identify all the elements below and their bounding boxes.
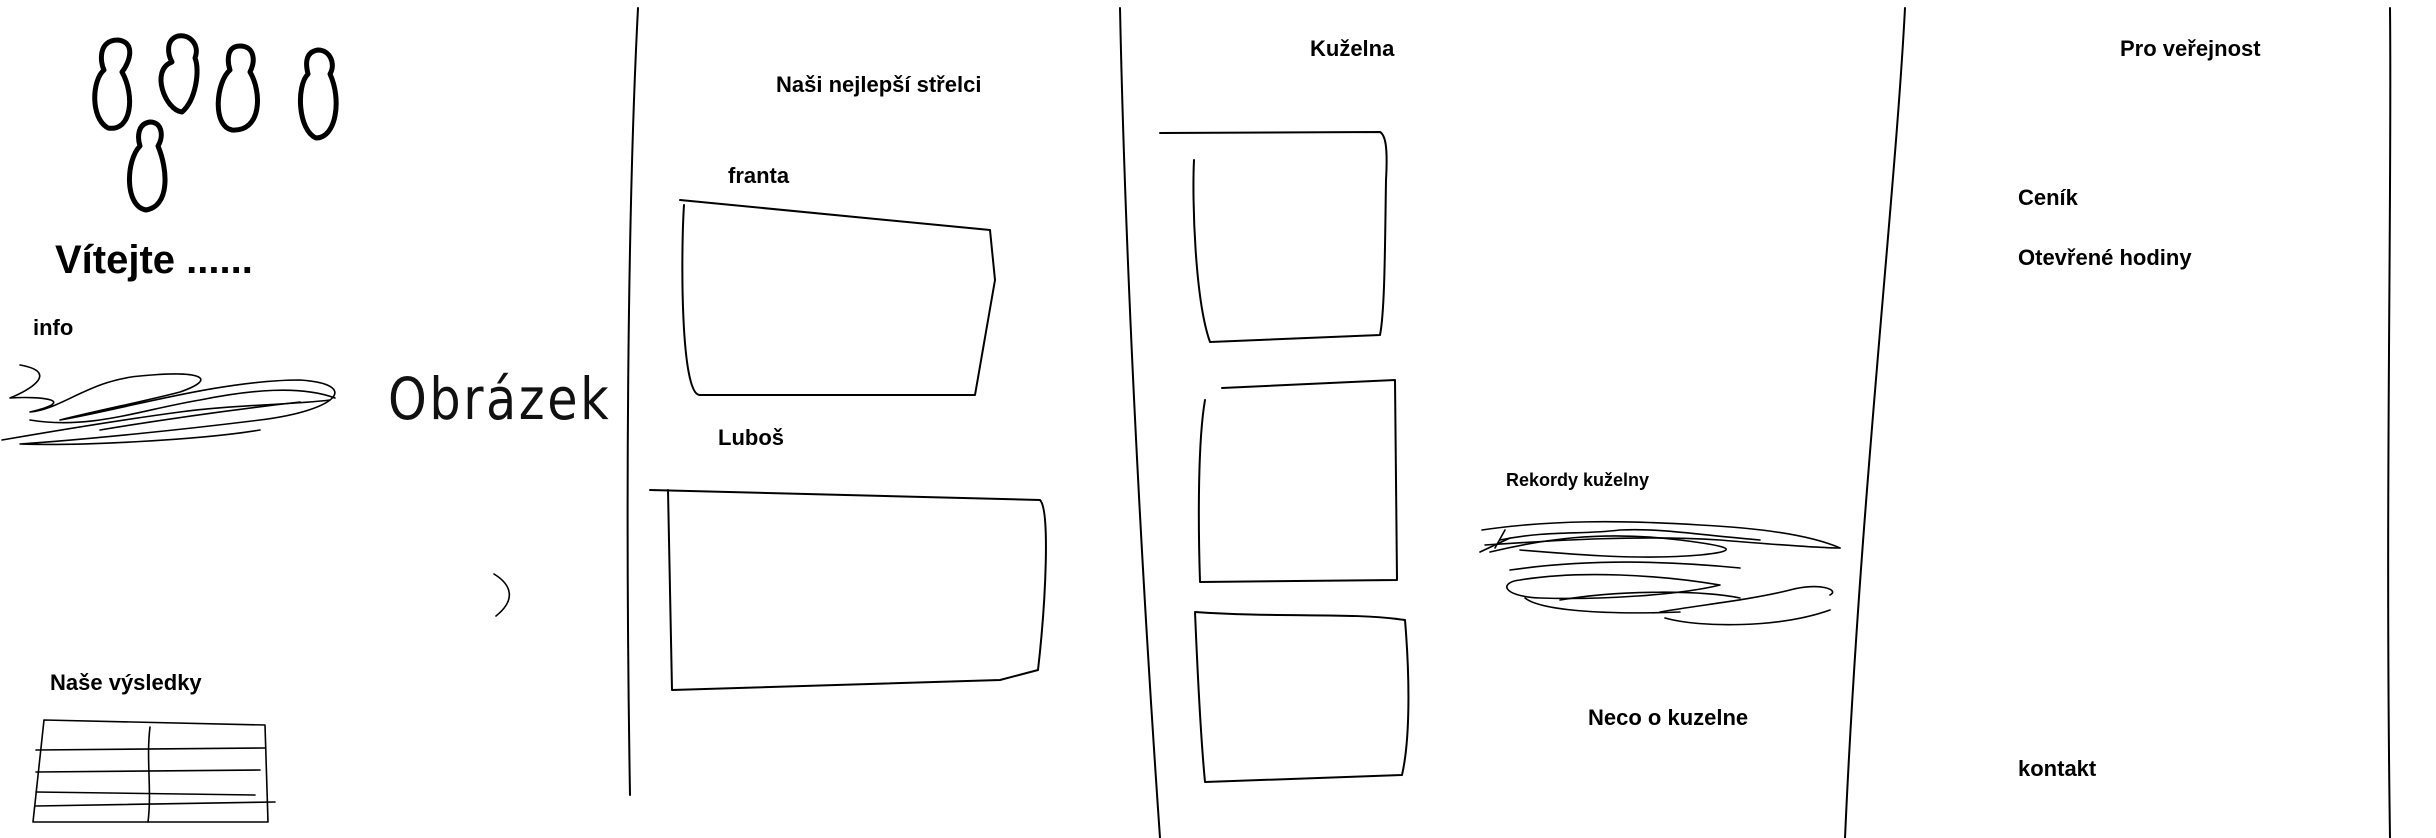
opening-hours-link[interactable]: Otevřené hodiny — [2018, 245, 2192, 270]
column-divider-4 — [2387, 7, 2392, 838]
column-divider-2 — [1119, 7, 1161, 838]
alley-about-link[interactable]: Neco o kuzelne — [1588, 705, 1749, 730]
image-bracket — [493, 573, 511, 617]
shooter-name[interactable]: franta — [728, 163, 790, 188]
alley-photo-frame-1 — [1159, 131, 1388, 343]
public-title: Pro veřejnost — [2120, 36, 2261, 61]
results-link[interactable]: Naše výsledky — [50, 670, 202, 695]
shooter-photo-frame-1 — [679, 199, 996, 397]
alley-records-link[interactable]: Rekordy kuželny — [1506, 470, 1650, 490]
records-scribble — [1479, 520, 1841, 626]
alley-photo-frame-2 — [1197, 379, 1398, 583]
info-scribble — [1, 364, 336, 446]
info-link[interactable]: info — [33, 315, 74, 340]
alley-title: Kuželna — [1310, 36, 1395, 61]
welcome-title: Vítejte ...... — [55, 238, 253, 282]
logo-pins-icon — [92, 33, 339, 213]
shooter-photo-frame-2 — [649, 489, 1047, 691]
column-divider-3 — [1844, 7, 1906, 838]
contact-link[interactable]: kontakt — [2018, 756, 2097, 781]
price-list-link[interactable]: Ceník — [2018, 185, 2078, 210]
shooter-name[interactable]: Luboš — [718, 425, 784, 450]
alley-photo-frame-3 — [1194, 611, 1410, 783]
shooters-title: Naši nejlepší střelci — [776, 72, 982, 97]
image-placeholder: Obrázek — [388, 365, 612, 433]
column-divider-1 — [626, 7, 639, 796]
results-table-sketch — [32, 719, 276, 823]
